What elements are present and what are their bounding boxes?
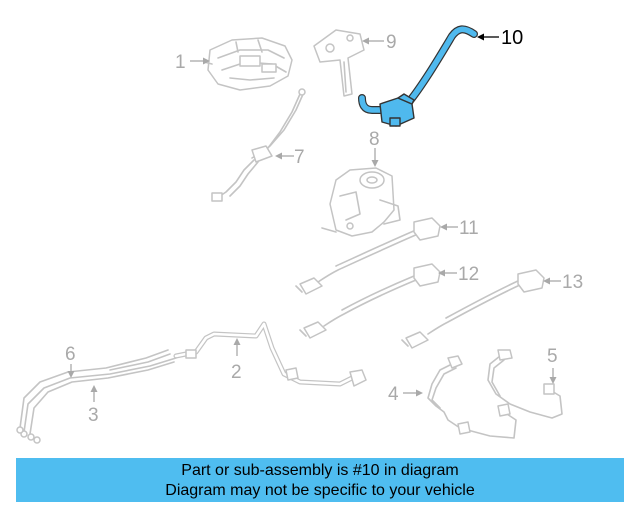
banner-line-1: Part or sub-assembly is #10 in diagram [181,462,459,479]
part-12-oxygen-sensor[interactable] [299,263,441,339]
callout-5: 5 [547,346,558,367]
callout-6: 6 [65,344,76,365]
callout-13: 13 [562,272,583,293]
part-11-oxygen-sensor[interactable] [295,217,441,295]
callout-7: 7 [294,147,305,168]
callout-10: 10 [501,27,523,49]
callout-8: 8 [369,129,380,150]
callout-4: 4 [388,384,399,405]
part-2-pipe[interactable] [173,321,367,387]
callout-3: 3 [88,405,99,426]
callout-2: 2 [231,362,242,383]
part-1-canister[interactable] [203,37,293,91]
part-10-purge-valve-hose[interactable] [358,25,478,127]
callout-9: 9 [386,32,397,53]
part-13-oxygen-sensor[interactable] [401,269,545,349]
info-banner: Part or sub-assembly is #10 in diagram D… [16,458,624,502]
part-9-bracket[interactable] [313,29,365,97]
callout-12: 12 [458,264,479,285]
part-4-vent-line[interactable] [427,355,517,439]
part-3-line[interactable] [20,357,177,441]
part-7-sensor-line[interactable] [211,88,306,202]
callout-1: 1 [175,52,186,73]
callout-11: 11 [459,218,479,239]
part-5-vent-line[interactable] [487,349,563,419]
part-8-valve-assembly[interactable] [321,167,401,237]
banner-line-2: Diagram may not be specific to your vehi… [165,482,475,499]
parts-diagram: 1 9 10 8 [16,25,583,444]
